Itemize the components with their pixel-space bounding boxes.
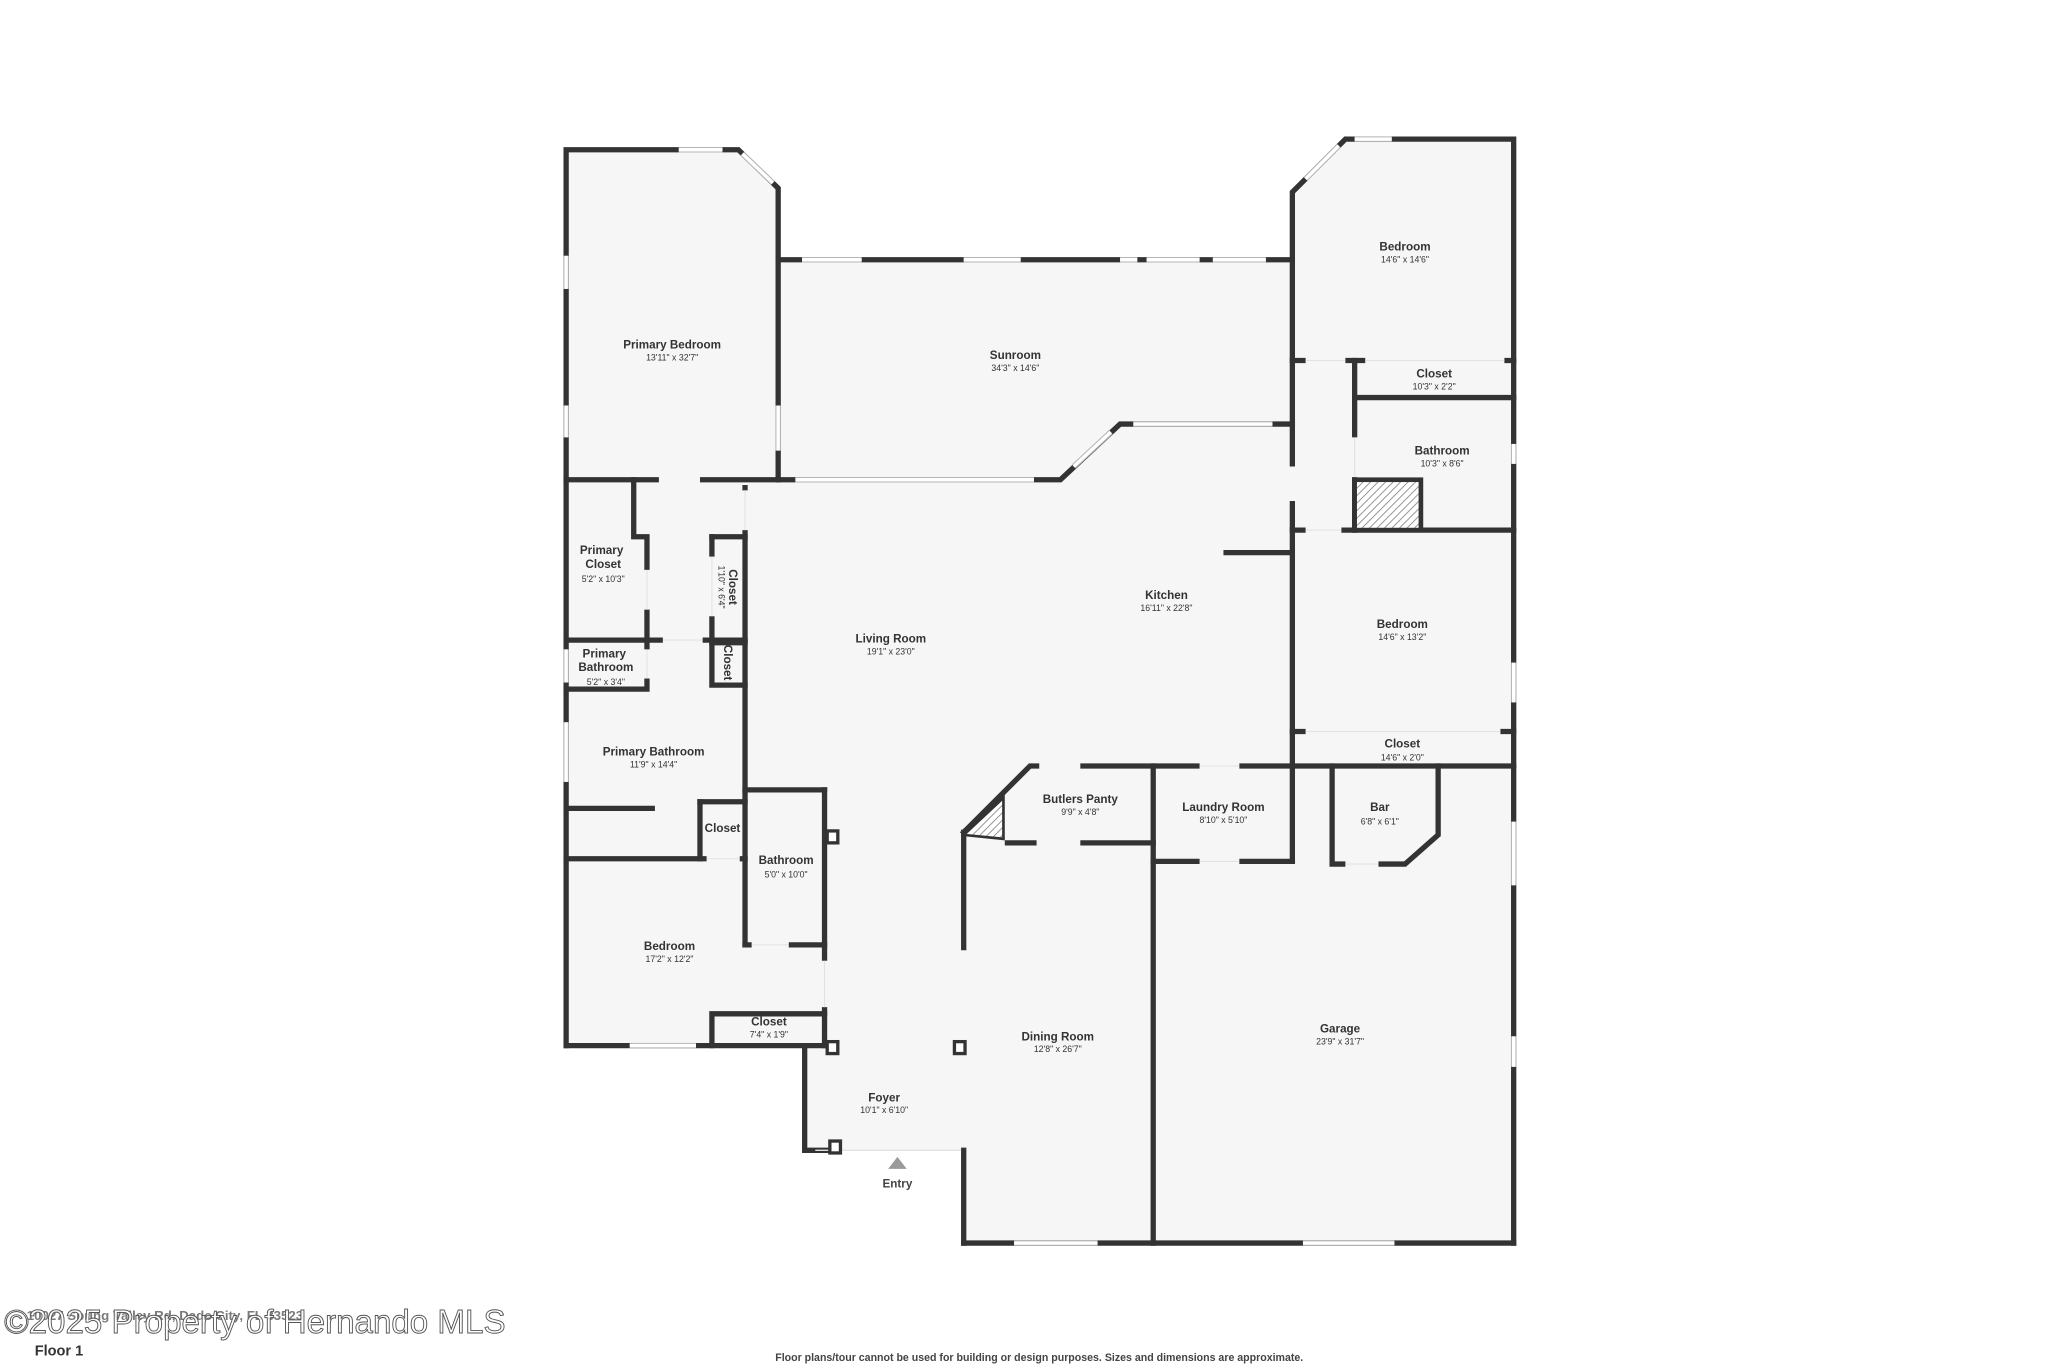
- floor-label: Floor 1: [35, 1344, 84, 1360]
- room-dims-sunroom: 34'3" x 14'6": [991, 363, 1039, 373]
- room-name-closet-northeast: Closet: [1416, 368, 1452, 381]
- room-dims-living-room: 19'1" x 23'0": [867, 647, 915, 657]
- room-dims-closet-hall: 1'10" x 6'4": [717, 566, 727, 609]
- room-dims-bedroom-east: 14'6" x 13'2": [1378, 632, 1426, 642]
- room-name-bathroom-west: Bathroom: [759, 854, 814, 867]
- room-name-sunroom: Sunroom: [990, 349, 1041, 362]
- room-name-dining-room: Dining Room: [1022, 1030, 1095, 1043]
- room-dims-closet-east: 14'6" x 2'0": [1381, 753, 1424, 763]
- room-name-foyer: Foyer: [868, 1091, 900, 1104]
- room-name-closet-west: Closet: [705, 822, 741, 835]
- room-name-butlers-pantry: Butlers Panty: [1043, 793, 1119, 806]
- room-name-kitchen: Kitchen: [1145, 589, 1188, 602]
- room-name-primary-bathroom-small-line2: Bathroom: [578, 661, 633, 674]
- entry-arrow-icon: [888, 1156, 907, 1169]
- column: [825, 829, 840, 845]
- room-name-primary-bedroom: Primary Bedroom: [623, 339, 721, 352]
- floor-fill: [566, 139, 1514, 1244]
- room-dims-bathroom-west: 5'0" x 10'0": [765, 869, 808, 879]
- room-dims-closet-southwest: 7'4" x 1'9": [750, 1030, 788, 1040]
- room-name-primary-bathroom: Primary Bathroom: [603, 745, 705, 758]
- room-dims-primary-closet: 5'2" x 10'3": [582, 574, 625, 584]
- shower-fixture: [1352, 477, 1424, 533]
- hatched-niche: [960, 794, 1005, 841]
- room-name-bedroom-east: Bedroom: [1377, 618, 1428, 631]
- room-dims-bedroom-northeast: 14'6" x 14'6": [1381, 254, 1429, 264]
- entry-label: Entry: [883, 1177, 913, 1190]
- rotated-label-closet-small: Closet: [721, 645, 734, 681]
- room-name-bathroom-east: Bathroom: [1415, 445, 1470, 458]
- room-dims-foyer: 10'1" x 6'10": [860, 1105, 908, 1115]
- room-dims-kitchen: 16'11" x 22'8": [1140, 603, 1192, 613]
- room-dims-primary-bathroom: 11'9" x 14'4": [630, 759, 677, 769]
- disclaimer: Floor plans/tour cannot be used for buil…: [775, 1352, 1303, 1364]
- watermark: ©2025 Property of Hernando MLS: [4, 1304, 505, 1341]
- room-name-primary-bathroom-small-line1: Primary: [583, 647, 627, 660]
- room-name-laundry-room: Laundry Room: [1182, 801, 1264, 814]
- room-name-bedroom-northeast: Bedroom: [1379, 240, 1430, 253]
- room-name-closet-southwest: Closet: [751, 1016, 787, 1029]
- room-name-bar: Bar: [1370, 801, 1390, 814]
- room-name-primary-closet-line2: Closet: [585, 558, 621, 571]
- column: [828, 1139, 843, 1155]
- room-dims-bedroom-southwest: 17'2" x 12'2": [646, 954, 694, 964]
- windows: [563, 136, 1517, 1246]
- room-name-primary-closet-line1: Primary: [580, 544, 624, 557]
- window-glass: [1304, 144, 1340, 181]
- room-name-garage: Garage: [1320, 1022, 1361, 1035]
- room-dims-bar: 6'8" x 6'1": [1361, 816, 1399, 826]
- room-labels: Primary Bedroom 13'11" x 32'7" Sunroom 3…: [578, 240, 1469, 1190]
- room-dims-closet-northeast: 10'3" x 2'2": [1413, 382, 1456, 392]
- fixtures: [825, 477, 1424, 1155]
- room-dims-butlers-pantry: 9'9" x 4'8": [1061, 807, 1099, 817]
- room-name-closet-east: Closet: [1385, 737, 1421, 750]
- property-address: 10027 Spring Valley Rd, Dade City, FL 33…: [27, 1308, 303, 1323]
- wall-segment: [959, 763, 1040, 837]
- wall-segment: [1329, 763, 1441, 867]
- room-name-bedroom-southwest: Bedroom: [644, 940, 695, 953]
- window-glass: [741, 152, 775, 185]
- room-dims-primary-bedroom: 13'11" x 32'7": [646, 352, 698, 362]
- column: [952, 1039, 967, 1056]
- floor-area: [566, 139, 1514, 1244]
- room-dims-bathroom-east: 10'3" x 8'6": [1421, 458, 1464, 468]
- window-glass: [1072, 430, 1112, 468]
- column: [825, 1039, 840, 1056]
- room-name-primary-bathroom-small: Primary Bathroom: [578, 647, 633, 674]
- room-name-living-room: Living Room: [856, 633, 927, 646]
- room-name-closet-hall: Closet: [726, 569, 739, 605]
- walls: [563, 136, 1517, 1246]
- room-dims-primary-bathroom-small: 5'2" x 3'4": [587, 677, 625, 687]
- wall-segment: [709, 1011, 828, 1049]
- room-dims-garage: 23'9" x 31'7": [1316, 1036, 1364, 1046]
- room-name-primary-closet: Primary Closet: [580, 544, 627, 571]
- door-openings: [643, 356, 1505, 1151]
- rotated-label-closet-hall: Closet 1'10" x 6'4": [717, 566, 740, 609]
- room-name-closet-small: Closet: [721, 645, 734, 681]
- room-dims-laundry-room: 8'10" x 5'10": [1199, 815, 1247, 825]
- room-dims-dining-room: 12'8" x 26'7": [1034, 1044, 1082, 1054]
- wall-segment: [1289, 136, 1517, 1246]
